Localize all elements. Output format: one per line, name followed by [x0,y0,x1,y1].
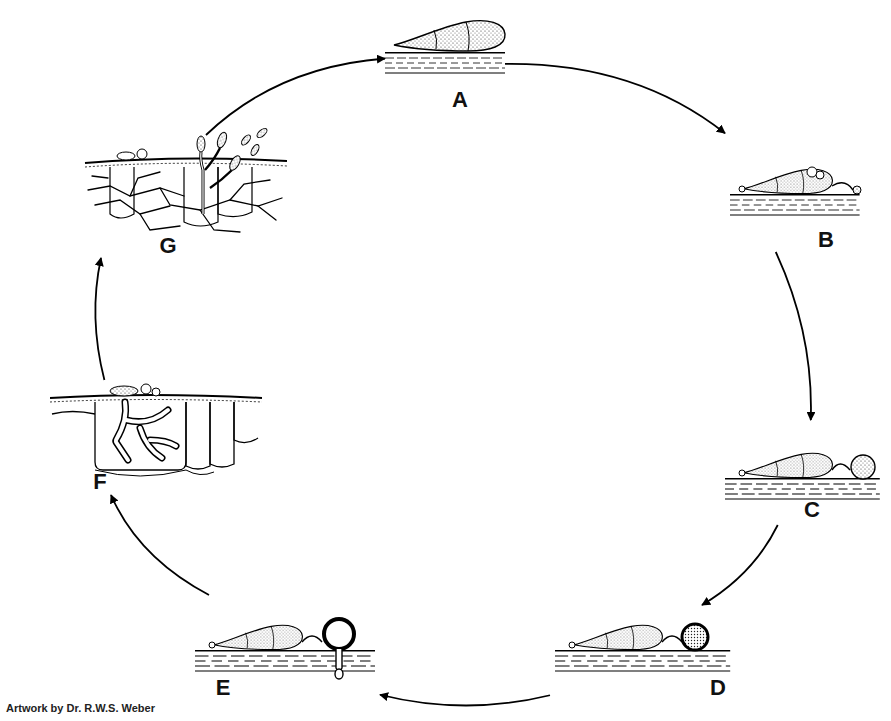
stage-letter: F [93,471,106,493]
cycle-arrow [380,695,550,706]
stage-letter: E [216,677,231,699]
stage-region: G [80,135,290,258]
stage-letter: G [159,235,176,257]
artwork-credit: Artwork by Dr. R.W.S. Weber [6,702,155,714]
cycle-arrow [702,525,778,605]
stage-letter: A [452,89,468,111]
cycle-arrow [776,252,811,420]
stage-letter: C [804,499,820,521]
cycle-arrow [505,64,725,133]
stage-region: A [385,5,505,112]
stage-letter: D [710,677,726,699]
stage-region: C [720,420,885,525]
cycle-arrow [206,59,385,136]
stage-letter: B [818,229,834,251]
stage-region: B [725,120,870,252]
stage-region: F [45,380,265,495]
cycle-arrow [95,258,104,380]
cycle-arrow [111,495,209,595]
stage-region: D [550,605,740,700]
stage-region: E [190,595,380,700]
